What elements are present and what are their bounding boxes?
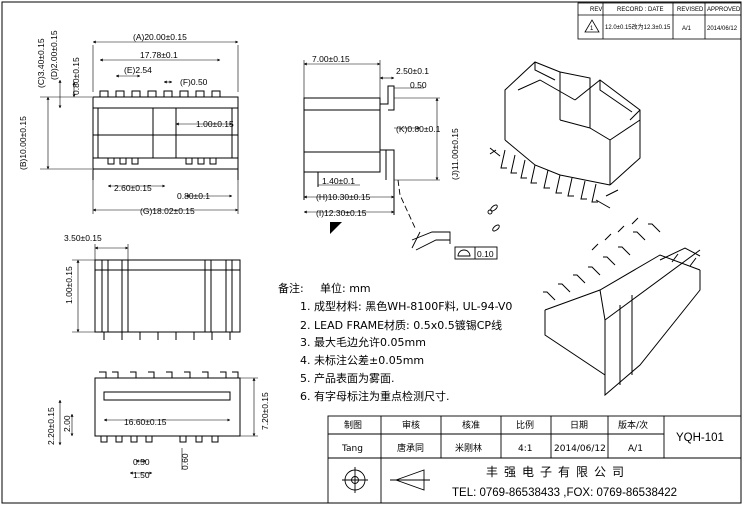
front-view-dimension-lines — [72, 244, 129, 333]
bottom-view — [94, 371, 241, 443]
dim-060: 0.60 — [180, 453, 190, 470]
dim-f: (F)0.50 — [180, 77, 208, 87]
dim-080-top: 0.80±0.15 — [71, 57, 81, 95]
dim-220: 2.20±0.15 — [46, 407, 56, 445]
dim-b: (B)10.00±0.15 — [18, 116, 28, 170]
tb-header-date: 日期 — [570, 420, 588, 431]
company-name: 丰强电子有限公司 — [486, 465, 630, 479]
revised-header: REVISED — [677, 7, 704, 13]
flatness-value: 0.10 — [477, 249, 494, 259]
top-view — [92, 90, 239, 180]
dim-050: 0.50 — [410, 80, 427, 90]
tb-checker: 唐承同 — [397, 442, 424, 454]
rev-header: REV — [590, 7, 602, 13]
company-tel: TEL: 0769-86538433 ,FOX: 0769-86538422 — [452, 487, 677, 499]
dim-350: 3.50±0.15 — [64, 233, 102, 243]
tb-header-approve: 核准 — [462, 419, 480, 431]
tb-version: A/1 — [628, 444, 643, 454]
tb-header-scale: 比例 — [516, 419, 534, 431]
dim-080-bottom: 0.80±0.1 — [177, 191, 210, 201]
record-header: RECORD : DATE — [617, 7, 664, 13]
dim-j: (J)11.00±0.15 — [450, 128, 460, 180]
dim-150: 1.50 — [133, 470, 150, 480]
dim-h: (H)10.30±0.15 — [316, 192, 371, 202]
note-2: 2. LEAD FRAME材质: 0.5x0.5镀锡CP线 — [300, 318, 502, 332]
iso-view-top — [489, 61, 641, 209]
note-1: 1. 成型材料: 黑色WH-8100F料, UL-94-V0 — [300, 299, 512, 313]
tb-header-check: 审核 — [402, 419, 420, 431]
dim-140: 1.40±0.1 — [322, 176, 355, 186]
dim-a: (A)20.00±0.15 — [133, 32, 187, 42]
tb-drawer: Tang — [341, 444, 363, 454]
revised-value: A/1 — [682, 26, 692, 32]
dim-700: 7.00±0.15 — [312, 54, 350, 64]
revision-table — [577, 2, 742, 40]
notes-unit: 单位: mm — [320, 281, 371, 295]
rev-value: 1 — [590, 26, 594, 32]
dim-d: (D)2.00±0.15 — [49, 30, 59, 80]
dim-100: 1.00±0.15 — [196, 119, 234, 129]
tb-date: 2014/06/12 — [554, 444, 606, 454]
dim-200: 2.00 — [62, 415, 72, 432]
side-view-dimension-lines — [303, 60, 440, 214]
dim-i: (I)12.30±0.15 — [316, 208, 367, 218]
bottom-view-dimension-lines — [58, 377, 258, 475]
front-view — [94, 259, 241, 340]
title-block — [327, 415, 742, 504]
dim-100-front: 1.00±0.15 — [64, 266, 74, 304]
dim-1660: 16.60±0.15 — [124, 417, 167, 427]
revision-triangle-icon — [584, 19, 600, 33]
notes-title: 备注: — [278, 281, 304, 295]
note-6: 6. 有字母标注为重点检测尺寸. — [300, 389, 450, 403]
tb-scale: 4:1 — [518, 444, 532, 454]
dim-c: (C)3.40±0.15 — [36, 38, 46, 88]
flatness-symbol-icon — [457, 249, 471, 257]
dim-k: (K)0.80±0.1 — [396, 124, 441, 134]
record-value: 12.0±0.15改为12.3±0.15 — [605, 23, 671, 31]
dim-260: 2.60±0.15 — [114, 183, 152, 193]
dim-050-bottom: 0.50 — [133, 457, 150, 467]
pin-detail — [397, 179, 500, 260]
dim-720: 7.20±0.15 — [260, 392, 270, 430]
dim-1778: 17.78±0.1 — [140, 50, 178, 60]
iso-view-bottom — [543, 217, 701, 397]
note-5: 5. 产品表面为雾面. — [300, 371, 395, 385]
approved-value: 2014/06/12 — [707, 26, 738, 32]
part-number: YQH-101 — [676, 432, 724, 444]
note-3: 3. 最大毛边允许0.05mm — [300, 335, 426, 349]
section-mark-icon — [330, 222, 342, 234]
note-4: 4. 未标注公差±0.05mm — [300, 353, 424, 367]
tb-header-drawing: 制图 — [344, 419, 362, 431]
top-view-dimension-lines — [40, 40, 239, 214]
approved-header: APPROVED — [707, 7, 741, 13]
dim-e: (E)2.54 — [124, 65, 152, 75]
dim-g: (G)18.02±0.15 — [140, 206, 195, 216]
side-view — [303, 85, 395, 215]
dim-250: 2.50±0.1 — [396, 66, 429, 76]
tb-header-version: 版本/次 — [618, 419, 648, 431]
tb-approver: 米刚林 — [455, 442, 482, 454]
